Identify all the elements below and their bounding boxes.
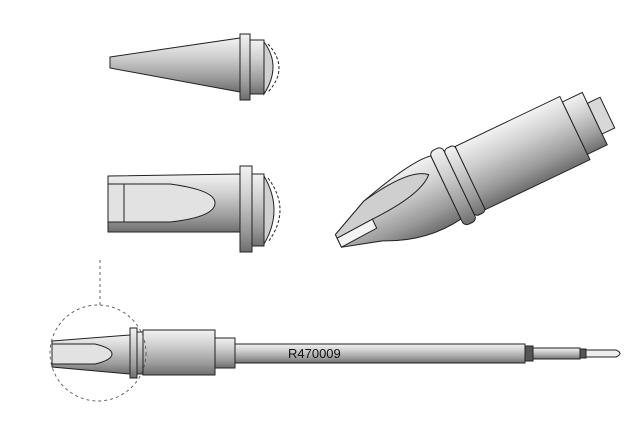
detail-circle [49,304,147,402]
part-number-label: R470009 [288,346,341,361]
chisel-tip-side-view [107,165,281,253]
conical-tip-side-view [109,33,280,101]
full-tip-side-view [51,327,621,379]
chisel-tip-3d-view [334,91,616,248]
